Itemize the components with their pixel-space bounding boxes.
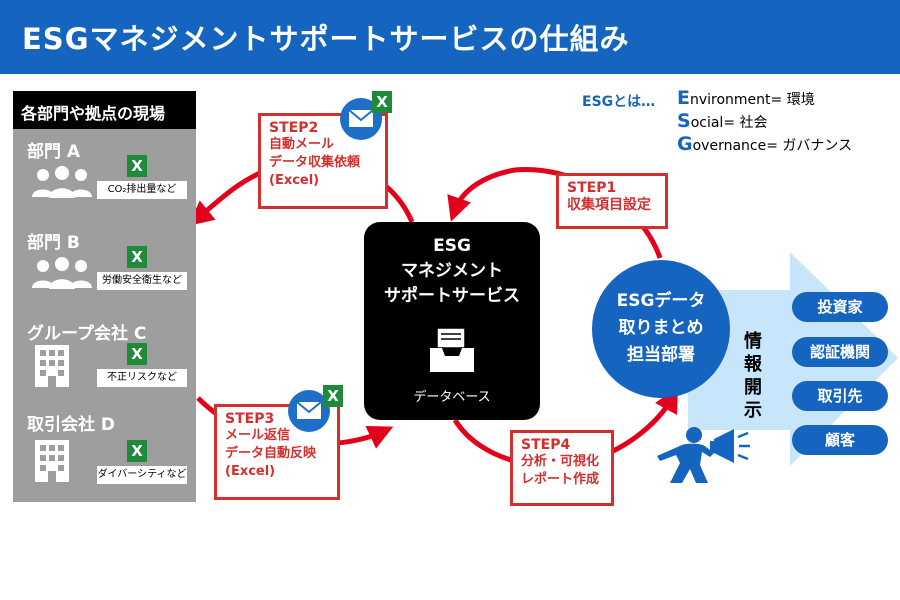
esg-letter: S — [677, 110, 691, 132]
step-desc: データ収集依頼 — [269, 155, 361, 170]
step-desc: (Excel) — [269, 173, 320, 188]
dept-a: 部門 A X CO₂排出量など — [13, 137, 196, 227]
step-desc: 自動メール — [269, 137, 335, 152]
target-customers: 顧客 — [792, 425, 888, 455]
service-title: ESG マネジメント サポートサービス — [364, 234, 540, 309]
esg-meaning: = ガバナンス — [766, 138, 853, 154]
esg-definition-label: ESGとは… — [582, 94, 656, 110]
database-label: データベース — [413, 390, 491, 405]
step-desc: (Excel) — [225, 464, 276, 479]
page-title: ESGマネジメントサポートサービスの仕組み — [22, 22, 630, 56]
step3-box: STEP3 メール返信 データ自動反映 (Excel) — [214, 404, 340, 500]
esg-meaning: = 環境 — [770, 92, 815, 108]
disclosure-label: 情報開示 — [742, 330, 764, 422]
hub-label: ESGデータ 取りまとめ 担当部署 — [592, 288, 730, 369]
service-title-line: ESG — [433, 236, 471, 256]
disclosure-label-char: 報 — [744, 354, 762, 375]
esg-meaning: = 社会 — [723, 115, 768, 131]
hub-label-line: 取りまとめ — [618, 318, 704, 338]
esg-definition: ESGとは… Environment= 環境 Social= 社会 Govern… — [572, 87, 890, 157]
step-name: STEP3 — [225, 411, 275, 427]
excel-icon: X — [127, 440, 147, 462]
step-desc: メール返信 — [225, 428, 291, 443]
target-certification-bodies: 認証機関 — [792, 337, 888, 367]
service-title-line: サポートサービス — [384, 286, 520, 306]
inbox-tray-icon — [430, 327, 474, 372]
esg-data-hub: ESGデータ 取りまとめ 担当部署 — [592, 260, 730, 398]
dept-tag: CO₂排出量など — [97, 181, 187, 199]
people-icon — [32, 166, 92, 198]
step-name: STEP4 — [521, 437, 571, 453]
excel-icon: X — [323, 385, 343, 407]
dept-tag: ダイバーシティなど — [97, 466, 187, 484]
step4-box: STEP4 分析・可視化 レポート作成 — [510, 430, 614, 506]
dept-name: 取引会社 D — [27, 415, 116, 435]
hub-label-line: 担当部署 — [627, 345, 695, 365]
step-name: STEP1 — [567, 180, 617, 196]
dept-name: 部門 A — [27, 142, 81, 162]
step-name: STEP2 — [269, 120, 319, 136]
esg-line-environment: Environment= 環境 — [677, 87, 815, 109]
disclosure-label-char: 情 — [744, 331, 762, 352]
step2-box: STEP2 自動メール データ収集依頼 (Excel) — [258, 113, 388, 209]
esg-line-social: Social= 社会 — [677, 110, 768, 132]
dept-d: 取引会社 D X ダイバーシティなど — [13, 410, 196, 500]
service-title-line: マネジメント — [401, 261, 503, 281]
dept-c: グループ会社 C X 不正リスクなど — [13, 319, 196, 409]
esg-word-rest: ocial — [690, 115, 724, 131]
disclosure-label-char: 示 — [744, 400, 762, 421]
step1-box: STEP1 収集項目設定 — [556, 173, 668, 229]
people-icon — [32, 257, 92, 289]
sidebar-title: 各部門や拠点の現場 — [13, 91, 196, 129]
esg-letter: G — [677, 133, 693, 155]
esg-service-box: ESG マネジメント サポートサービス データベース — [364, 222, 540, 420]
esg-word-rest: nvironment — [689, 92, 771, 108]
sidebar-panel: 各部門や拠点の現場 部門 A X CO₂排出量など 部門 B X 労働安全衛生な… — [13, 91, 196, 502]
esg-letter: E — [677, 87, 690, 109]
step-desc: 収集項目設定 — [567, 197, 651, 213]
building-icon — [35, 345, 69, 387]
target-investors: 投資家 — [792, 292, 888, 322]
excel-icon: X — [127, 155, 147, 177]
step-desc: データ自動反映 — [225, 446, 317, 461]
disclosure-label-char: 開 — [744, 377, 762, 398]
header-bar: ESGマネジメントサポートサービスの仕組み — [0, 0, 900, 74]
dept-b: 部門 B X 労働安全衛生など — [13, 228, 196, 318]
hub-label-line: ESGデータ — [616, 291, 706, 311]
step-desc: レポート作成 — [521, 472, 600, 487]
dept-tag: 不正リスクなど — [97, 369, 187, 387]
dept-name: グループ会社 C — [27, 324, 147, 344]
building-icon — [35, 440, 69, 482]
megaphone-icon — [657, 427, 750, 483]
dept-name: 部門 B — [27, 233, 80, 253]
excel-icon: X — [127, 343, 147, 365]
esg-line-governance: Governance= ガバナンス — [677, 133, 852, 155]
esg-word-rest: overnance — [692, 138, 767, 154]
step-desc: 分析・可視化 — [521, 454, 600, 469]
excel-icon: X — [127, 246, 147, 268]
target-business-partners: 取引先 — [792, 381, 888, 411]
dept-tag: 労働安全衛生など — [97, 272, 187, 290]
excel-icon: X — [372, 91, 392, 113]
